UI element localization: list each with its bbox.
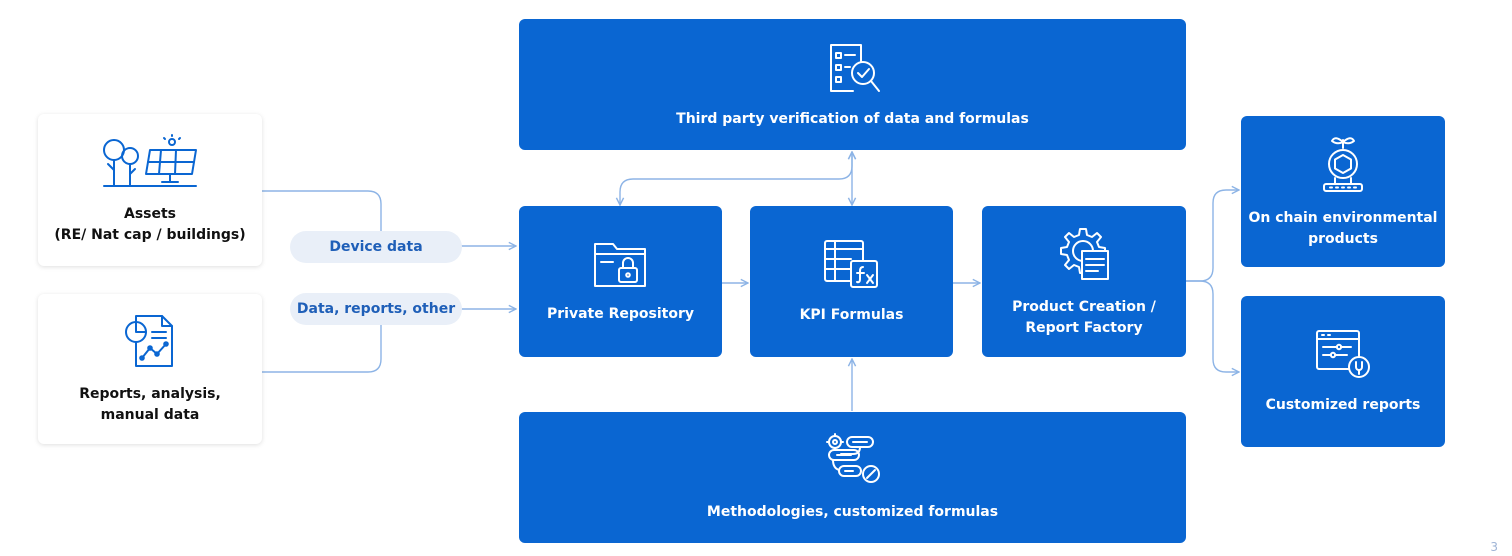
- kpi-label: KPI Formulas: [799, 307, 904, 323]
- process-flow-icon: [825, 433, 880, 483]
- product-label: Product Creation / Report Factory: [1012, 298, 1156, 336]
- page-number: 3: [1490, 540, 1498, 554]
- onchain-node: On chain environmental products: [1241, 116, 1445, 267]
- repository-label: Private Repository: [547, 306, 694, 322]
- edge-label-data-reports-other: Data, reports, other: [290, 293, 462, 325]
- connector-product-onchain: [1186, 190, 1239, 282]
- folder-lock-icon: [593, 243, 646, 287]
- trees-solar-panel-icon: [103, 134, 197, 187]
- reports-label: Reports, analysis, manual data: [79, 386, 221, 423]
- assets-label: Assets (RE/ Nat cap / buildings): [54, 206, 246, 243]
- verification-node: Third party verification of data and for…: [519, 19, 1186, 150]
- reports-node: Reports, analysis, manual data: [38, 294, 262, 444]
- assets-node: Assets (RE/ Nat cap / buildings): [38, 114, 262, 266]
- spreadsheet-formula-icon: [823, 240, 878, 288]
- methodologies-node: Methodologies, customized formulas: [519, 412, 1186, 543]
- connector-repository-verification: [620, 152, 852, 205]
- customized-label: Customized reports: [1265, 397, 1421, 413]
- product-node: Product Creation / Report Factory: [982, 206, 1186, 357]
- verification-label: Third party verification of data and for…: [676, 111, 1029, 127]
- methodologies-label: Methodologies, customized formulas: [706, 504, 999, 520]
- onchain-label: On chain environmental products: [1248, 209, 1438, 247]
- connector-product-customized: [1186, 280, 1239, 372]
- sprout-chip-icon: [1323, 136, 1363, 192]
- report-chart-icon: [125, 315, 173, 367]
- customized-node: Customized reports: [1241, 296, 1445, 447]
- kpi-node: KPI Formulas: [750, 206, 953, 357]
- edge-label-device-data: Device data: [290, 231, 462, 263]
- gear-document-icon: [1060, 227, 1109, 280]
- document-magnifier-check-icon: [829, 44, 880, 92]
- settings-window-icon: [1316, 330, 1370, 378]
- repository-node: Private Repository: [519, 206, 722, 357]
